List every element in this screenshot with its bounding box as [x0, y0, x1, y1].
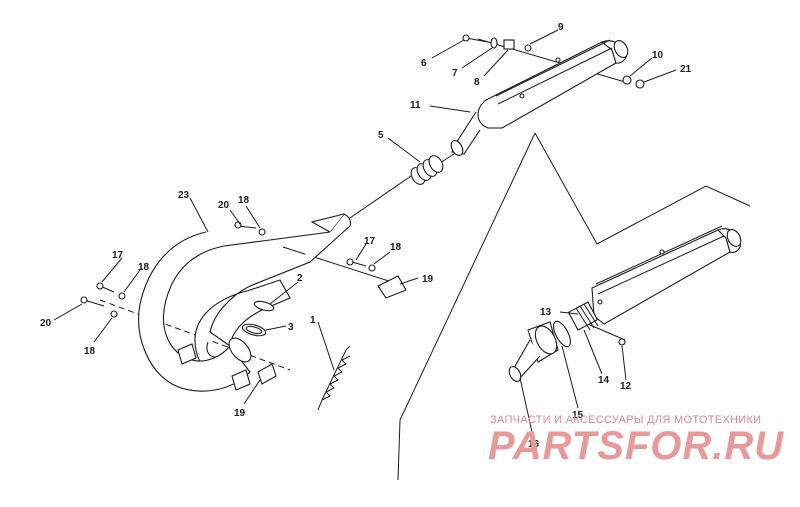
washer-18-upper	[258, 228, 266, 236]
bracket-19-upper	[377, 275, 407, 299]
label-part-12: 12	[620, 381, 632, 392]
tension-spring-1	[317, 345, 351, 411]
washer-18-left	[118, 292, 126, 300]
label-part-11: 11	[410, 100, 421, 111]
label-part-1: 1	[310, 315, 316, 326]
watermark-logo: PARTSFOR.RU	[488, 424, 785, 468]
label-part-2: 2	[297, 273, 303, 284]
label-part-3: 3	[288, 322, 294, 333]
label-part-18-upper: 18	[238, 195, 250, 206]
silencer-upper	[450, 39, 629, 156]
label-part-13: 13	[540, 307, 552, 318]
nut-21	[635, 79, 645, 89]
label-part-16: 16	[528, 439, 540, 450]
bolt-17-upper	[346, 258, 367, 267]
part-labels: 1 2 3 5 6 7 8 9 10 11 12 13 14 15 16 17 …	[40, 22, 692, 450]
label-part-10: 10	[652, 50, 664, 61]
label-part-17-lower: 17	[112, 250, 124, 261]
label-part-5: 5	[378, 130, 384, 141]
washer-7	[490, 37, 498, 49]
label-part-19-lower: 19	[234, 408, 246, 419]
leader-lines	[53, 29, 677, 433]
label-part-23: 23	[178, 190, 190, 201]
label-part-21: 21	[680, 64, 692, 75]
label-part-14: 14	[598, 375, 610, 386]
label-part-18-left: 18	[138, 262, 150, 273]
bracket-19-lower	[257, 363, 277, 385]
silencer-lower	[508, 225, 742, 382]
label-part-18-right: 18	[390, 242, 402, 253]
label-part-9: 9	[558, 22, 564, 33]
washer-10	[622, 75, 632, 85]
label-part-8: 8	[474, 77, 480, 88]
label-part-7: 7	[452, 68, 458, 79]
washer-18-right	[368, 264, 376, 272]
label-part-20-upper: 20	[218, 200, 230, 211]
exhaust-pipe-23	[138, 213, 352, 392]
bolt-6	[462, 34, 489, 43]
bolt-20-lower	[80, 296, 105, 307]
label-part-20-lower: 20	[40, 318, 52, 329]
gasket-2	[253, 300, 275, 312]
label-part-19-upper: 19	[422, 274, 434, 285]
washer-18-lower	[110, 310, 118, 318]
gasket-3	[241, 323, 267, 337]
nut-9	[524, 44, 532, 52]
bolt-17-lower	[96, 282, 115, 293]
label-part-6: 6	[421, 58, 427, 69]
label-part-15: 15	[572, 410, 584, 421]
label-part-18-lower: 18	[84, 346, 96, 357]
label-part-17-upper: 17	[364, 236, 376, 247]
watermark-tagline: ЗАПЧАСТИ И АКСЕССУАРЫ ДЛЯ МОТОТЕХНИКИ	[490, 414, 762, 426]
bolt-20-upper	[234, 221, 257, 229]
bushing-8	[503, 39, 515, 50]
section-divider	[397, 132, 751, 481]
spring-gasket-5	[410, 155, 444, 185]
